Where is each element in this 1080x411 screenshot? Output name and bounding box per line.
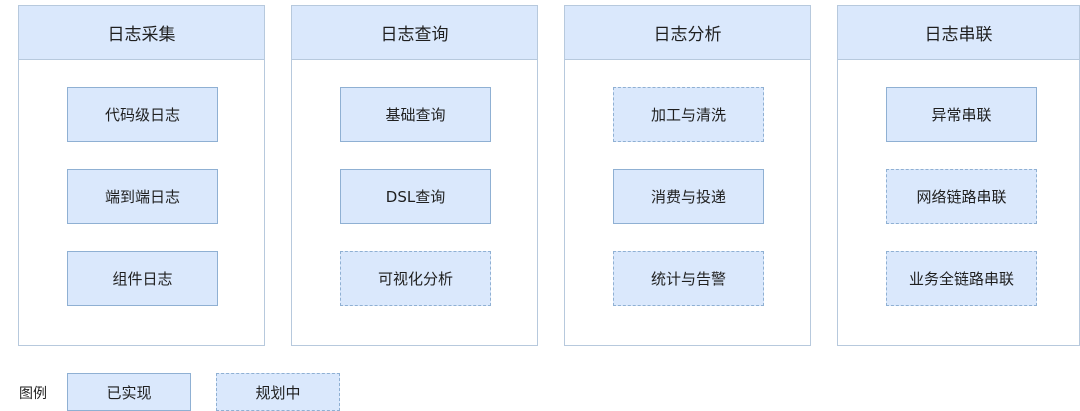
column-log-collection: 日志采集 代码级日志 端到端日志 组件日志 — [18, 5, 265, 346]
column-log-analysis: 日志分析 加工与清洗 消费与投递 统计与告警 — [564, 5, 811, 346]
legend-title: 图例 — [19, 386, 47, 402]
column-title: 日志采集 — [19, 6, 264, 60]
legend-implemented: 已实现 — [67, 373, 191, 411]
feature-box-planned: 统计与告警 — [613, 251, 764, 306]
feature-box: 组件日志 — [67, 251, 218, 306]
feature-box-planned: 业务全链路串联 — [886, 251, 1037, 306]
feature-box-planned: 网络链路串联 — [886, 169, 1037, 224]
column-title: 日志查询 — [292, 6, 537, 60]
feature-box-planned: 加工与清洗 — [613, 87, 764, 142]
column-title: 日志分析 — [565, 6, 810, 60]
feature-box: 异常串联 — [886, 87, 1037, 142]
column-title: 日志串联 — [838, 6, 1079, 60]
feature-box: 消费与投递 — [613, 169, 764, 224]
feature-box: 代码级日志 — [67, 87, 218, 142]
feature-box: 端到端日志 — [67, 169, 218, 224]
column-log-query: 日志查询 基础查询 DSL查询 可视化分析 — [291, 5, 538, 346]
feature-box-planned: 可视化分析 — [340, 251, 491, 306]
feature-box: 基础查询 — [340, 87, 491, 142]
legend-planned: 规划中 — [216, 373, 340, 411]
feature-box: DSL查询 — [340, 169, 491, 224]
column-log-correlation: 日志串联 异常串联 网络链路串联 业务全链路串联 — [837, 5, 1080, 346]
